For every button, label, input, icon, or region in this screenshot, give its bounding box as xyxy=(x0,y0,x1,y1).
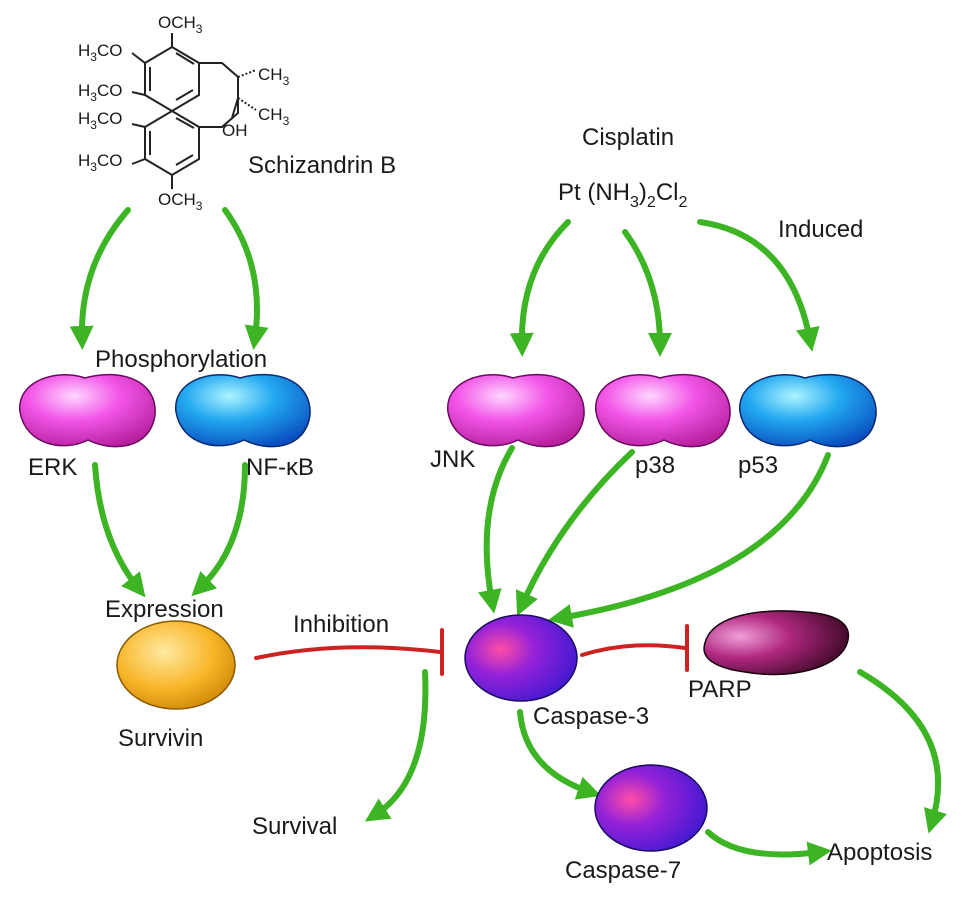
inhibition-label: Inhibition xyxy=(293,611,389,638)
expression-label: Expression xyxy=(105,596,224,623)
p53-label: p53 xyxy=(738,452,778,479)
h3co-label-4: H3CO xyxy=(78,151,122,174)
protein-nodes xyxy=(19,373,877,852)
ch3-label-1: CH3 xyxy=(258,65,290,88)
schizandrin-b-label: Schizandrin B xyxy=(248,152,396,179)
arrow-p38-to-caspase3 xyxy=(515,449,635,616)
arrow-caspase3-to-caspase7 xyxy=(517,709,602,800)
parp-label: PARP xyxy=(688,676,752,703)
p38-label: p38 xyxy=(635,452,675,479)
arrow-erk-to-expression xyxy=(92,462,146,598)
cisplatin-label: Cisplatin xyxy=(582,124,674,151)
erk-node xyxy=(19,373,156,448)
arrow-cisplatin-to-p38 xyxy=(622,229,672,357)
arrow-parp-to-apoptosis xyxy=(857,669,947,834)
p38-node xyxy=(595,373,731,448)
och3-bottom-label: OCH3 xyxy=(158,190,203,213)
h3co-label-1: H3CO xyxy=(78,41,122,64)
inhibition-caspase3-to-parp xyxy=(580,643,687,657)
inhibition-lines xyxy=(254,624,689,676)
h3co-label-3: H3CO xyxy=(78,109,122,132)
schizandrin-b-structure xyxy=(131,33,257,189)
survival-label: Survival xyxy=(252,813,337,840)
nfkb-label: NF-κB xyxy=(246,454,314,481)
och3-top-label: OCH3 xyxy=(158,13,203,36)
arrow-schizb-to-erk xyxy=(69,207,131,350)
induced-label: Induced xyxy=(778,216,863,243)
structure-substituent-labels: OCH3 H3CO H3CO H3CO H3CO OCH3 CH3 CH3 OH xyxy=(78,13,290,213)
caspase3-label: Caspase-3 xyxy=(533,703,649,730)
apoptosis-label: Apoptosis xyxy=(827,839,932,866)
arrow-jnk-to-caspase3 xyxy=(478,445,515,614)
arrow-schizb-to-nfkb xyxy=(222,207,269,350)
cisplatin-formula: Pt (NH3)2Cl2 xyxy=(558,179,687,211)
nfkb-node xyxy=(175,373,311,448)
erk-label: ERK xyxy=(28,454,77,481)
jnk-node xyxy=(447,373,585,448)
oh-label: OH xyxy=(222,121,248,140)
caspase7-label: Caspase-7 xyxy=(565,857,681,884)
survivin-node xyxy=(116,620,236,710)
parp-node xyxy=(703,610,850,676)
inhibition-survivin-to-caspase3 xyxy=(254,645,442,660)
arrow-nfkb-to-expression xyxy=(191,462,248,597)
arrow-cisplatin-to-p53 xyxy=(697,219,820,352)
arrow-inhibition-to-survival xyxy=(364,669,429,822)
text-labels: Phosphorylation Induced Expression Inhib… xyxy=(28,216,932,884)
arrow-cisplatin-to-jnk xyxy=(509,219,571,357)
ch3-label-2: CH3 xyxy=(258,105,290,128)
jnk-label: JNK xyxy=(430,446,475,473)
arrow-caspase7-to-apoptosis xyxy=(705,829,832,866)
arrow-p53-to-caspase3 xyxy=(548,452,831,628)
activation-arrows xyxy=(69,207,947,866)
caspase3-node xyxy=(464,614,578,702)
phosphorylation-label: Phosphorylation xyxy=(95,346,267,373)
p53-node xyxy=(739,373,877,448)
survivin-label: Survivin xyxy=(118,725,203,752)
h3co-label-2: H3CO xyxy=(78,81,122,104)
caspase7-node xyxy=(594,764,708,852)
